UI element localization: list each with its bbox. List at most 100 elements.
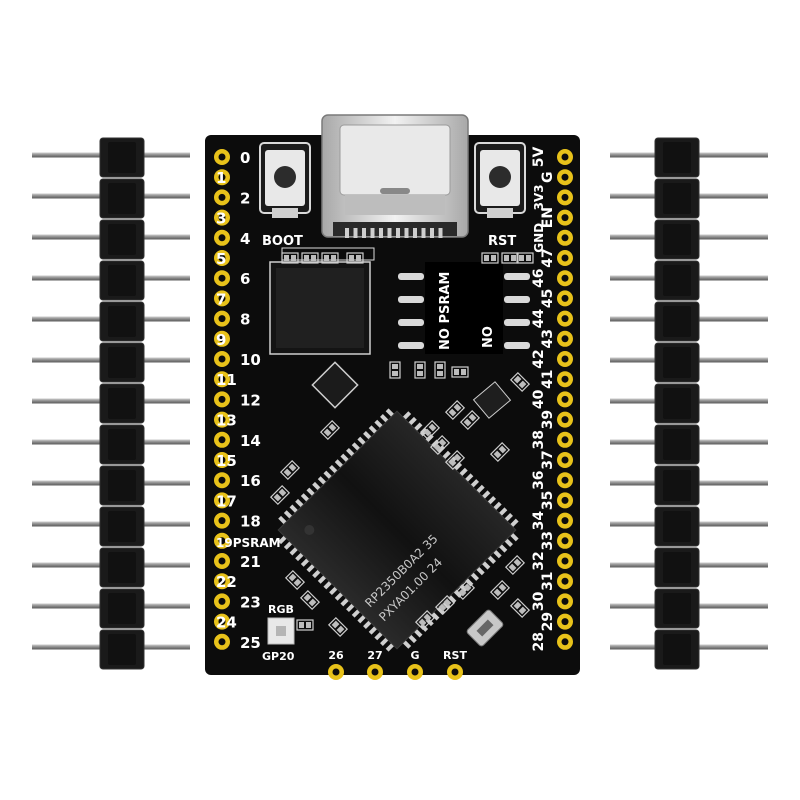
mcu-chip [277, 408, 519, 652]
pin-label-right: EN [540, 207, 556, 228]
mcu-pad [380, 637, 389, 646]
boot-button[interactable] [259, 142, 311, 218]
regulator-chip [311, 361, 359, 409]
pin-label-right: 30 [531, 591, 547, 611]
header-block-face [108, 429, 136, 460]
mcu-pad [312, 481, 321, 491]
pin-label-right: 40 [531, 389, 547, 409]
pin-label-left: 7 [216, 290, 226, 308]
pin-hole [218, 638, 226, 646]
pin-label-right: 47 [540, 248, 556, 267]
pin-hole [561, 193, 569, 201]
header-block-face [663, 224, 691, 255]
mcu-pad [447, 595, 457, 604]
pin-hole [218, 436, 226, 444]
pin-label-right: 35 [540, 491, 556, 510]
pin-label-right: 41 [540, 369, 556, 388]
psram-footprint: NO PSRAM NO [398, 262, 530, 354]
mcu-pad [487, 496, 496, 505]
mcu-pad [329, 586, 338, 596]
mcu-pad [306, 563, 315, 573]
mcu-pad [368, 626, 378, 635]
mcu-pad [470, 479, 480, 488]
pin-hole [561, 355, 569, 363]
pin-hole [218, 355, 226, 363]
pin-hole [218, 577, 226, 585]
pin-hole [561, 335, 569, 343]
mcu-pad [340, 453, 349, 463]
sop-pad [398, 319, 424, 326]
rst-button[interactable] [474, 142, 526, 218]
pin-label-left: 10 [240, 351, 261, 369]
mcu-pad [402, 640, 412, 649]
header-block-face [663, 142, 691, 173]
mcu-pad [300, 493, 310, 502]
mcu-pad [453, 462, 463, 471]
mcu-pad [408, 634, 417, 644]
pin-hole [451, 668, 459, 676]
mcu-pad [363, 620, 372, 629]
pin-hole [561, 456, 569, 464]
usb-pin [387, 228, 392, 238]
pin-hole [218, 517, 226, 525]
header-block-face [663, 265, 691, 296]
smd-component [321, 252, 339, 264]
mcu-pad [278, 535, 287, 545]
mcu-pad [317, 476, 327, 485]
pin-label-left: 4 [240, 230, 250, 248]
pin-hole [561, 315, 569, 323]
mcu-pad [306, 487, 315, 497]
sop-pad [504, 342, 530, 349]
pin-hole [218, 274, 226, 282]
mcu-pad [413, 628, 423, 638]
mcu-pad [346, 447, 355, 457]
pin-hole [561, 254, 569, 262]
pin-label-right: 33 [540, 531, 556, 550]
smd-component [419, 419, 441, 441]
pin-label-left: 21 [240, 553, 261, 571]
smd-component [296, 619, 314, 631]
mcu-pad [442, 450, 451, 460]
pin-hole [218, 375, 226, 383]
pin-label-left: 11 [216, 371, 237, 389]
pin-hole [561, 173, 569, 181]
usb-pin [421, 228, 426, 238]
smd-component [509, 597, 531, 619]
mcu-pad [430, 439, 440, 448]
mcu-pad [374, 631, 383, 641]
mcu-pad [436, 445, 446, 454]
pin-label-right: 44 [531, 309, 547, 329]
mcu-pad [464, 473, 474, 482]
smd-component [279, 459, 301, 481]
left-pin-header [32, 137, 190, 670]
smd-component [501, 252, 519, 264]
pin-hole [218, 294, 226, 302]
pin-label-right: 37 [540, 450, 556, 469]
mcu-pad [476, 484, 485, 494]
smd-component [454, 579, 476, 601]
crystal [466, 609, 504, 647]
pin-label-right: G [540, 171, 556, 183]
pin-label-bottom: RST [443, 649, 467, 662]
header-block-face [663, 429, 691, 460]
pin-hole [218, 496, 226, 504]
usb-pin [379, 228, 383, 238]
pin-label-right: 3V3 [532, 184, 546, 210]
pin-hole [371, 668, 379, 676]
pin-hole [218, 193, 226, 201]
smd-component [327, 616, 349, 638]
pin-hole [561, 274, 569, 282]
pin-hole [218, 395, 226, 403]
pin-label-right: 43 [540, 329, 556, 348]
smd-component [281, 252, 299, 264]
usb-pin [430, 228, 434, 238]
mcu-pad [481, 490, 491, 499]
mcu-pad [295, 552, 304, 562]
smd-component [284, 569, 306, 591]
pin-hole [561, 416, 569, 424]
pin-label-bottom: 26 [328, 649, 344, 662]
smd-component [459, 409, 481, 431]
mcu-pad [476, 566, 485, 576]
pin-label-left: 6 [240, 270, 250, 288]
psram-note-2: NO [481, 326, 496, 348]
